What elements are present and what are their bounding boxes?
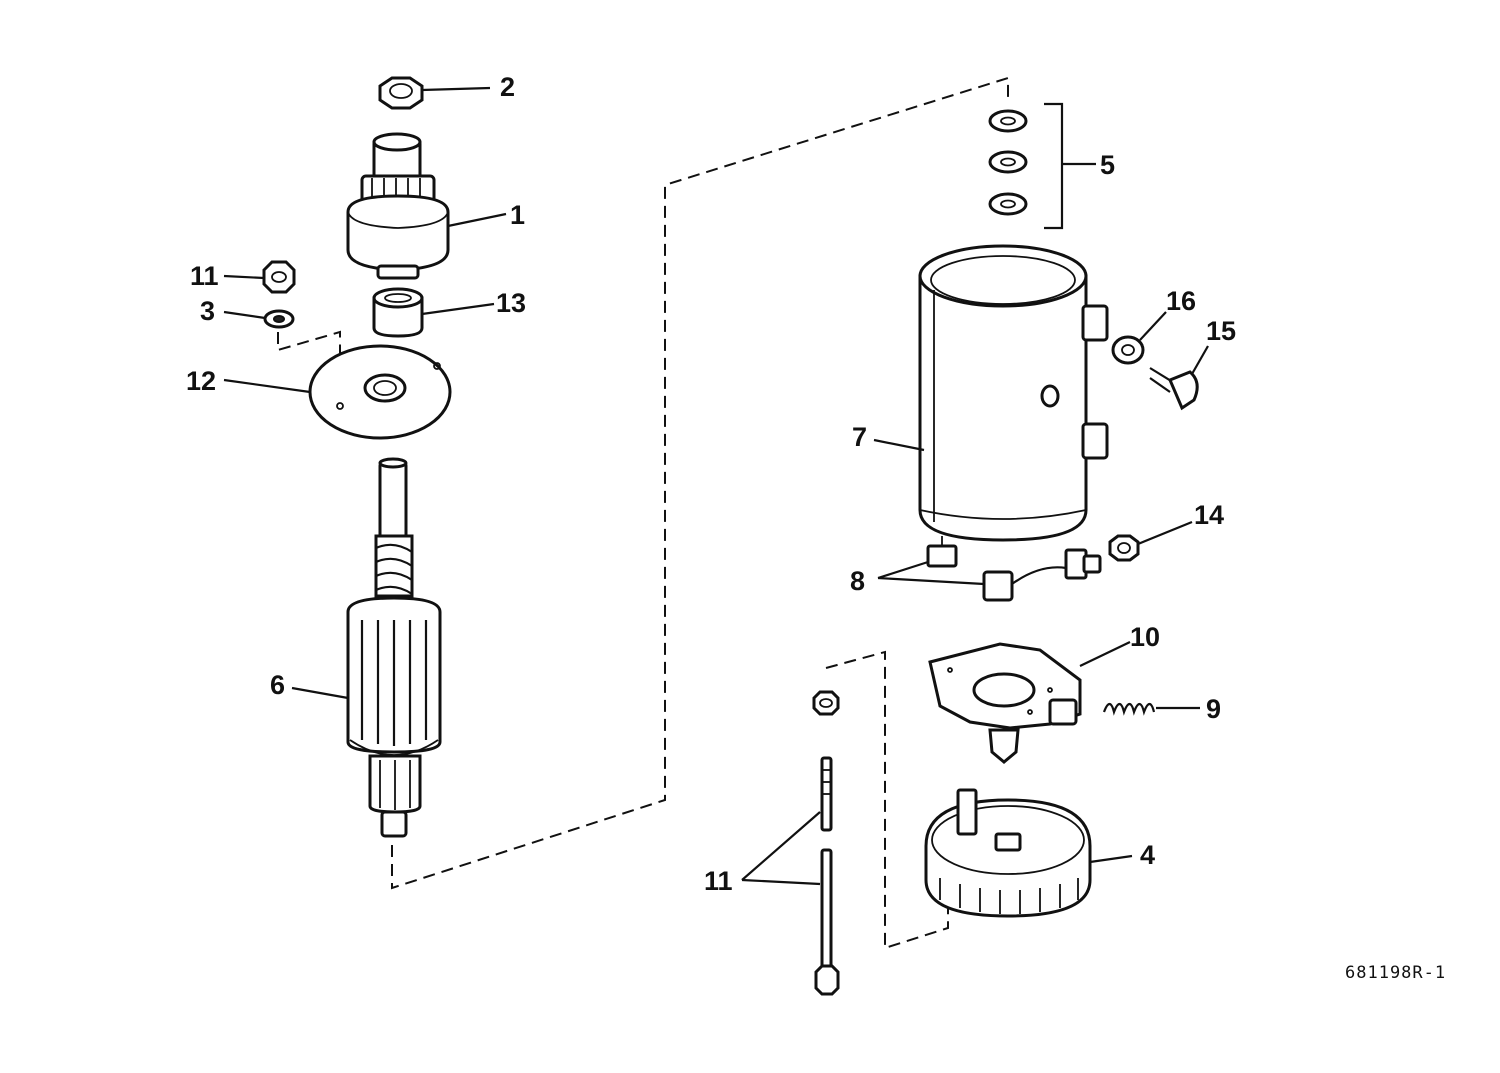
part-10-brush-plate	[928, 641, 1131, 764]
part-5-washers	[988, 102, 1096, 230]
callout-10: 10	[1130, 622, 1160, 652]
part-13-bushing	[372, 287, 495, 338]
callout-7: 7	[852, 422, 867, 452]
callout-11-lower: 11	[704, 866, 733, 896]
part-7-motor-frame	[873, 244, 1109, 542]
part-9-spring	[1102, 702, 1200, 716]
part-11-through-bolts	[741, 690, 840, 996]
part-12-end-plate	[223, 344, 452, 440]
callout-1: 1	[510, 200, 525, 230]
callout-3: 3	[200, 296, 215, 326]
part-11-upper-nut	[223, 260, 296, 294]
part-6-armature	[291, 457, 442, 838]
figure-reference-code: 681198R-1	[1345, 963, 1446, 983]
callout-11-upper: 11	[190, 261, 219, 291]
part-16-lock-washer	[1111, 311, 1167, 365]
part-15-terminal-screw	[1149, 345, 1209, 411]
callout-5: 5	[1100, 150, 1115, 180]
part-8-brushes	[877, 536, 1102, 602]
callout-14: 14	[1194, 500, 1224, 530]
callout-2: 2	[500, 72, 515, 102]
callout-8: 8	[850, 566, 865, 596]
part-4-end-cap	[924, 788, 1133, 918]
callout-15: 15	[1206, 316, 1236, 346]
part-3-washer	[223, 309, 295, 329]
callout-labels: 2 1 13 11 3 12 6 5 16 15 7 14 8 10 9 4 1…	[186, 72, 1236, 896]
callout-13: 13	[496, 288, 526, 318]
callout-4: 4	[1140, 840, 1155, 870]
callout-16: 16	[1166, 286, 1196, 316]
callout-12: 12	[186, 366, 216, 396]
part-14-nut	[1108, 520, 1193, 562]
part-1-drive-pinion	[346, 132, 507, 280]
part-2-nut	[378, 76, 491, 110]
callout-6: 6	[270, 670, 285, 700]
callout-9: 9	[1206, 694, 1221, 724]
